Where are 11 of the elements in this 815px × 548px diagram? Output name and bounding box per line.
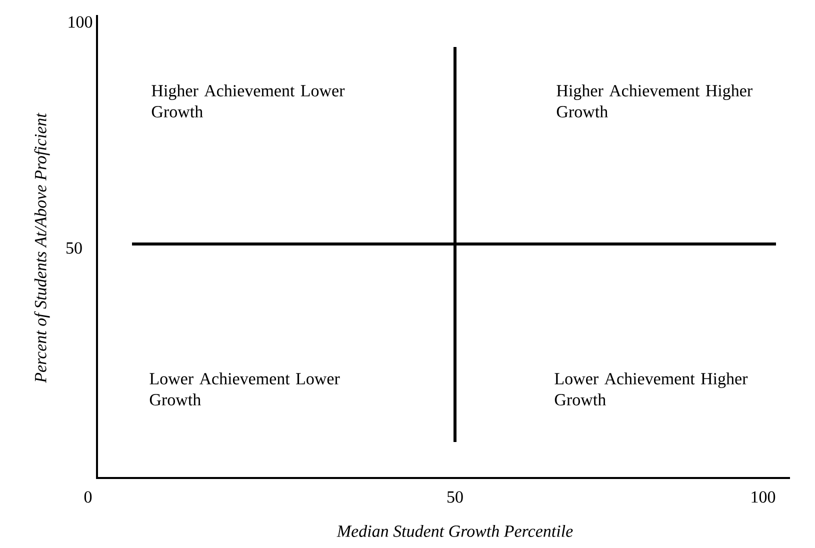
axis-title: Median Student Growth Percentile [336, 525, 573, 537]
axis-title: Percent of Students At/Above Proficient [34, 112, 50, 383]
quadrant-label: Higher Achievement Lower Growth [152, 84, 345, 118]
tick-label: 100 [752, 491, 776, 503]
tick-label: 0 [84, 491, 92, 503]
tick-label: 50 [66, 242, 82, 254]
tick-label: 100 [68, 16, 92, 28]
quadrant-label: Lower Achievement Lower Growth [150, 372, 340, 406]
quadrant-label: Lower Achievement Higher Growth [554, 372, 748, 406]
quadrant-label: Higher Achievement Higher Growth [556, 84, 752, 118]
tick-label: 50 [448, 491, 463, 503]
